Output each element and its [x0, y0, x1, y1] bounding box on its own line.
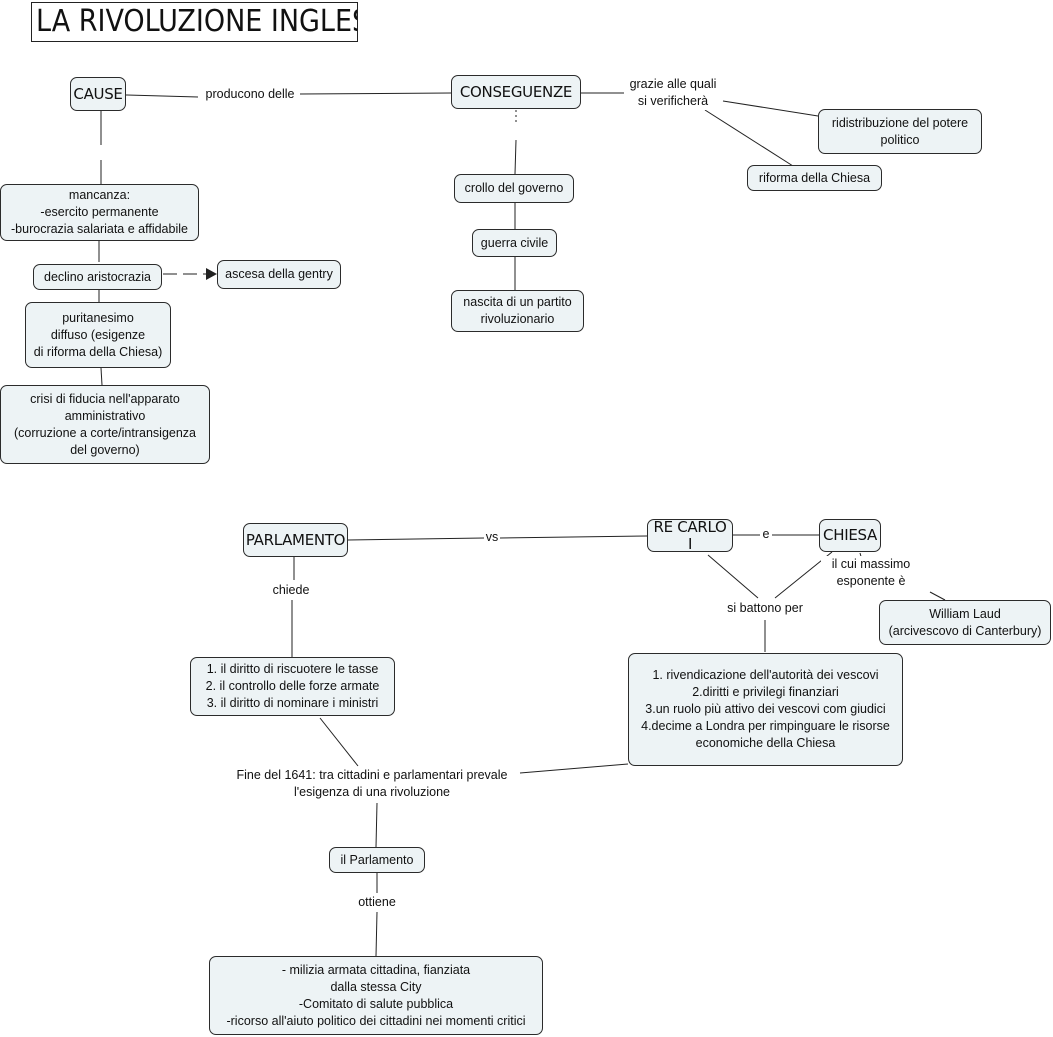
label-chiede: chiede	[266, 582, 316, 599]
label-si-battono-per: si battono per	[715, 600, 815, 617]
node-mancanza[interactable]: mancanza: -esercito permanente -burocraz…	[0, 184, 199, 241]
label-ottiene: ottiene	[350, 894, 404, 911]
node-conseguenze[interactable]: CONSEGUENZE	[451, 75, 581, 109]
node-guerra-civile[interactable]: guerra civile	[472, 229, 557, 257]
node-diritti-parlamento[interactable]: 1. il diritto di riscuotere le tasse 2. …	[190, 657, 395, 716]
node-riforma-chiesa[interactable]: riforma della Chiesa	[747, 165, 882, 191]
node-ridistribuzione[interactable]: ridistribuzione del potere politico	[818, 109, 982, 154]
node-re-carlo[interactable]: RE CARLO I	[647, 518, 733, 552]
node-il-parlamento[interactable]: il Parlamento	[329, 847, 425, 873]
node-crollo-governo[interactable]: crollo del governo	[454, 174, 574, 203]
node-declino-aristocrazia[interactable]: declino aristocrazia	[33, 264, 162, 290]
node-partito-rivoluzionario[interactable]: nascita di un partito rivoluzionario	[451, 290, 584, 332]
label-e: e	[760, 526, 772, 543]
label-fine-1641: Fine del 1641: tra cittadini e parlament…	[226, 767, 518, 801]
node-rivendicazione[interactable]: 1. rivendicazione dell'autorità dei vesc…	[628, 653, 903, 766]
node-william-laud[interactable]: William Laud (arcivescovo di Canterbury)	[879, 600, 1051, 645]
node-crisi-fiducia[interactable]: crisi di fiducia nell'apparato amministr…	[0, 385, 210, 464]
node-puritanesimo[interactable]: puritanesimo diffuso (esigenze di riform…	[25, 302, 171, 368]
node-parlamento[interactable]: PARLAMENTO	[243, 523, 348, 557]
node-cause[interactable]: CAUSE	[70, 77, 126, 111]
node-milizia[interactable]: - milizia armata cittadina, fianziata da…	[209, 956, 543, 1035]
label-vs: vs	[484, 529, 500, 546]
label-cui-massimo: il cui massimo esponente è	[821, 556, 921, 590]
label-grazie: grazie alle quali si verificherà	[624, 76, 722, 110]
node-chiesa[interactable]: CHIESA	[819, 519, 881, 552]
node-ascesa-gentry[interactable]: ascesa della gentry	[217, 260, 341, 289]
page-title: LA RIVOLUZIONE INGLESE	[31, 2, 358, 42]
label-producono: producono delle	[200, 86, 300, 103]
